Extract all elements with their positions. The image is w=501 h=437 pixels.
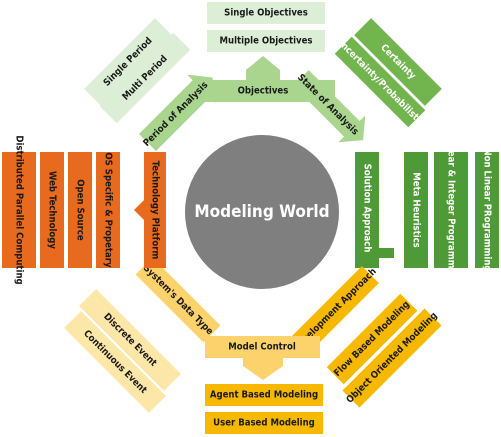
hub-model-control-label: Model Control — [228, 342, 296, 353]
hub-development-approach-arrow — [291, 266, 379, 354]
leaf-single-objectives — [207, 2, 325, 24]
leaf-distributed-parallel-computing-label: Distributed Parallel Computing — [14, 135, 25, 284]
leaf-open-source-label: Open Source — [75, 179, 86, 241]
leaf-open-source — [68, 152, 92, 268]
leaf-meta-heuristics-label: Meta Heuristics — [411, 172, 422, 248]
leaf-continuous-event — [64, 311, 166, 413]
center-circle — [185, 135, 339, 289]
hub-objectives-label: Objectives — [238, 86, 289, 97]
leaf-uncertainty — [334, 36, 426, 128]
leaf-linear-integer-programming — [434, 152, 468, 268]
leaf-linear-integer-programming-label: Linear & Integer Programming — [446, 136, 457, 283]
leaf-os-specific — [96, 152, 120, 268]
hub-systems-data-type-group: System's Data Type — [135, 257, 221, 343]
hub-technology-platform-label: Technology Platform — [150, 161, 161, 260]
center-label: Modeling World — [194, 202, 329, 222]
leaf-os-specific-label: OS Specific & Propetary — [103, 152, 114, 268]
hub-period-of-analysis-label: Period of Analysis — [141, 80, 210, 149]
hub-technology-platform-arrow — [134, 152, 166, 268]
leaf-user-based-modeling — [205, 412, 323, 434]
leaf-flow-based-modeling — [326, 293, 418, 385]
leaf-object-oriented-modeling — [342, 308, 442, 408]
leaf-agent-based-modeling — [205, 384, 323, 406]
hub-period-of-analysis-arrow — [138, 74, 216, 152]
leaf-multiple-objectives — [207, 30, 325, 52]
leaf-single-objectives-label: Single Objectives — [224, 8, 308, 19]
hub-state-of-analysis-arrow — [293, 70, 366, 143]
leaf-discrete-event — [79, 289, 181, 391]
leaf-multiple-objectives-label: Multiple Objectives — [220, 36, 313, 47]
leaf-agent-based-modeling-label: Agent Based Modeling — [210, 390, 318, 401]
hub-model-control-arrow — [205, 336, 320, 380]
leaf-web-technology — [40, 152, 64, 268]
leaf-distributed-parallel-computing — [2, 152, 36, 268]
leaf-user-based-modeling-label: User Based Modeling — [213, 418, 315, 429]
leaf-meta-heuristics — [404, 152, 428, 268]
leaf-non-linear-programming — [475, 152, 499, 268]
leaf-web-technology-label: Web Technology — [47, 171, 58, 249]
hub-solution-approach-label: Solution Approach — [362, 164, 373, 253]
leaf-non-linear-programming-label: Non Linear PRogramming — [482, 148, 493, 271]
hub-systems-data-type-label: System's Data Type — [141, 263, 216, 338]
leaf-certainty — [354, 18, 442, 106]
leaf-multi-period — [99, 32, 191, 124]
leaf-single-period — [84, 18, 172, 106]
hub-solution-approach-arrow — [355, 152, 394, 268]
hub-systems-data-type-arrow — [135, 257, 221, 343]
